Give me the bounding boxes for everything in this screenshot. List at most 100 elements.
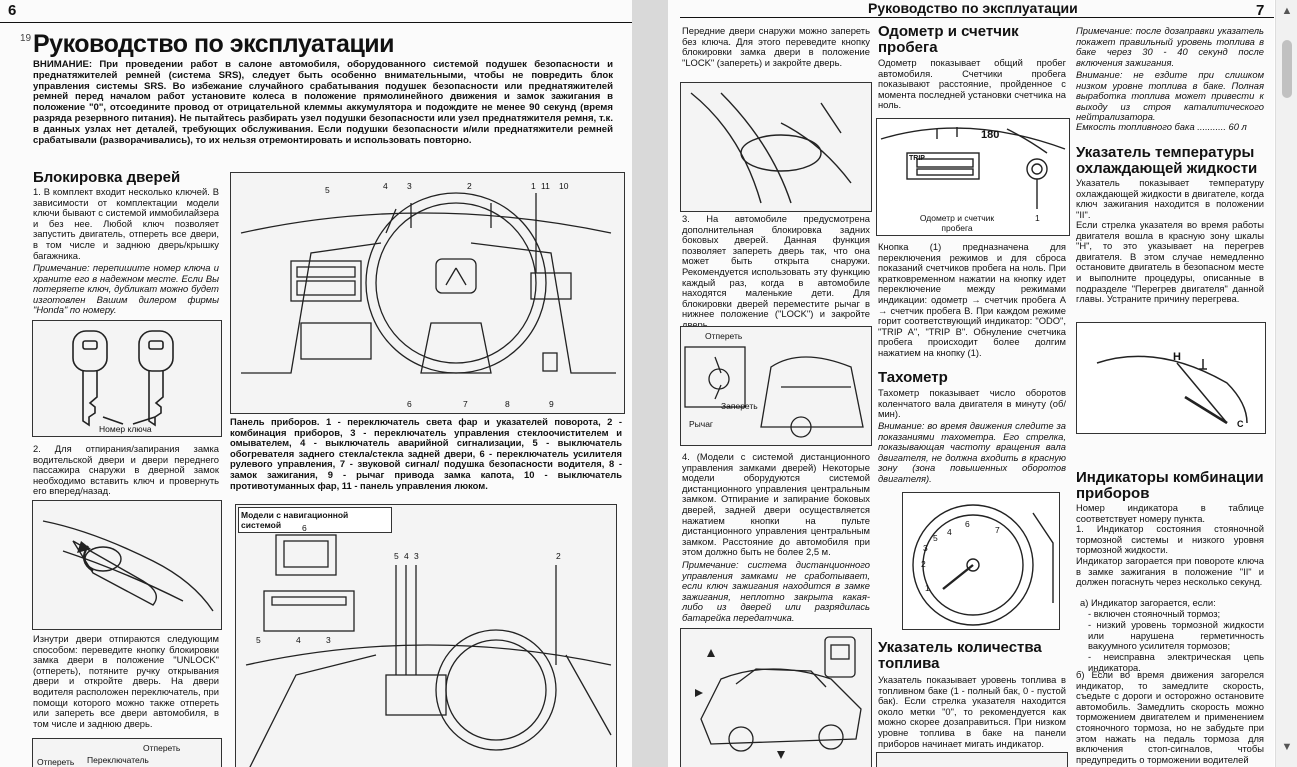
switch-label: Переключатель (87, 755, 149, 765)
temperature-gauge-illustration: H C (1076, 322, 1266, 434)
nav-callout-3: 3 (326, 635, 331, 645)
lever-lock-label: Запереть (721, 401, 758, 411)
fuel-gauge-illustration (876, 752, 1068, 767)
header-rule-right (680, 17, 1274, 18)
tacho-number-1: 1 (925, 583, 930, 593)
fuel-warning: Внимание: не ездите при слишком низком у… (1076, 69, 1264, 123)
fuel-note: Примечание: после дозаправки указатель п… (1076, 25, 1264, 68)
remote-lock-paragraph: 4. (Модели с системой дистанционного упр… (682, 451, 870, 558)
speedometer-max: 180 (981, 129, 1000, 141)
section-title-indicators: Индикаторы комбинации приборов (1076, 469, 1264, 502)
child-lock-illustration: Отпереть Запереть Рычаг (680, 326, 872, 446)
tacho-number-3: 3 (923, 543, 928, 553)
door-handle-illustration (32, 500, 222, 630)
section-title-fuel: Указатель количества топлива (878, 639, 1042, 672)
page-title-left: Руководство по эксплуатации (33, 30, 395, 58)
odometer-paragraph-1: Одометр показывает общий пробег автомоби… (878, 57, 1066, 111)
tachometer-illustration: 5 6 1 2 3 4 7 (902, 492, 1060, 630)
callout-7: 7 (463, 399, 468, 409)
page-number-left: 6 (8, 2, 17, 19)
nav-callout-5b: 5 (394, 551, 399, 561)
temperature-gauge-drawing (1096, 355, 1248, 425)
instrument-panel-drawing (240, 192, 616, 374)
section-title-odometer: Одометр и счетчик пробега (878, 23, 1019, 56)
remote-lock-note: Примечание: система дистанционного управ… (682, 559, 870, 623)
front-doors-paragraph: Передние двери снаружи можно запереть бе… (682, 25, 870, 68)
instrument-panel-illustration: 4 3 2 1 11 10 5 6 7 8 9 (230, 172, 625, 414)
locks-paragraph-3: Изнутри двери отпираются следующим спосо… (33, 633, 219, 729)
nav-callout-5: 5 (256, 635, 261, 645)
indicators-case-a3: - неисправна электрическая цепь индикато… (1088, 651, 1264, 673)
odometer-drawing (880, 127, 1066, 209)
navigation-models-label: Модели с навигационной системой (238, 507, 392, 533)
callout-9: 9 (549, 399, 554, 409)
tacho-number-2: 2 (921, 559, 926, 569)
scroll-up-icon[interactable]: ▲ (1281, 5, 1293, 17)
callout-6: 6 (407, 399, 412, 409)
nav-callout-2: 2 (556, 551, 561, 561)
remote-car-illustration (680, 628, 872, 767)
indicators-case-a: а) Индикатор загорается, если: (1080, 597, 1216, 608)
srs-warning: ВНИМАНИЕ: При проведении работ в салоне … (33, 59, 613, 146)
locks-note: Примечание: перепишите номер ключа и хра… (33, 262, 219, 316)
key-number-label: Номер ключа (99, 424, 152, 434)
callout-1: 1 (531, 181, 536, 191)
indicators-paragraph-1: Номер индикатора в таблице соответствует… (1076, 502, 1264, 524)
nav-callout-3b: 3 (414, 551, 419, 561)
nav-callout-6: 6 (302, 523, 307, 533)
locks-paragraph-2: 2. Для отпирания/запирания замка водител… (33, 443, 219, 497)
navigation-panel-drawing (245, 534, 612, 767)
nav-callout-4b: 4 (404, 551, 409, 561)
callout-11: 11 (541, 181, 550, 191)
instrument-panel-caption: Панель приборов. 1 - переключатель света… (230, 416, 622, 491)
unlock-label-2: Отпереть (37, 757, 75, 767)
vertical-scrollbar[interactable]: ▲ ▼ (1275, 0, 1297, 767)
indicators-case-b: б) Если во время движения загорелся инди… (1076, 670, 1264, 765)
lever-label: Рычаг (689, 419, 714, 429)
tacho-number-5: 5 (933, 533, 938, 543)
page-gutter (632, 0, 668, 767)
header-rule-left (0, 22, 632, 23)
callout-5: 5 (325, 185, 330, 195)
scroll-thumb[interactable] (1282, 40, 1292, 98)
child-lock-paragraph: 3. На автомобиле предусмотрена дополните… (682, 213, 870, 330)
running-number: 19 (20, 33, 32, 44)
page-header-right: Руководство по эксплуатации (868, 0, 1078, 16)
section-title-tachometer: Тахометр (878, 369, 948, 386)
tachometer-paragraph: Тахометр показывает число оборотов колен… (878, 387, 1066, 420)
callout-2: 2 (467, 181, 472, 191)
odometer-illustration: TRIP 180 Одометр и счетчик пробега 1 (876, 118, 1070, 236)
tachometer-drawing (912, 504, 1054, 626)
nav-callout-4: 4 (296, 635, 301, 645)
indicators-case-a2: - низкий уровень тормозной жидкости или … (1088, 619, 1264, 652)
callout-3: 3 (407, 181, 412, 191)
temp-gauge-cold-label: C (1237, 419, 1244, 429)
unlock-label-1: Отпереть (143, 743, 181, 753)
tacho-number-4: 4 (947, 527, 952, 537)
keys-drawing (72, 330, 174, 427)
tacho-number-7: 7 (995, 525, 1000, 535)
lever-unlock-label: Отпереть (705, 331, 743, 341)
scroll-down-icon[interactable]: ▼ (1281, 741, 1293, 753)
callout-8: 8 (505, 399, 510, 409)
fuel-tank-capacity: Емкость топливного бака ........... 60 л (1076, 121, 1247, 132)
navigation-panel-illustration: Модели с навигационной системой 6 5 4 (235, 504, 617, 767)
odometer-lcd-label: TRIP (909, 155, 925, 162)
tachometer-note: Внимание: во время движения следите за п… (878, 420, 1066, 484)
indicators-paragraph-3: Индикатор загорается при повороте ключа … (1076, 555, 1264, 588)
door-lock-drawing (690, 92, 852, 204)
keys-illustration: Номер ключа (32, 320, 222, 437)
indicators-paragraph-2: 1. Индикатор состояния стояночной тормоз… (1076, 523, 1264, 556)
fuel-paragraph: Указатель показывает уровень топлива в т… (878, 674, 1066, 749)
page-number-right: 7 (1256, 2, 1265, 19)
remote-car-drawing (695, 636, 862, 759)
tacho-number-6: 6 (965, 519, 970, 529)
right-page: Руководство по эксплуатации 7 Передние д… (668, 0, 1274, 767)
callout-4: 4 (383, 181, 388, 191)
odometer-caption: Одометр и счетчик пробега (919, 213, 995, 233)
odometer-button-number: 1 (1035, 213, 1040, 223)
door-handle-drawing (42, 520, 214, 612)
child-lock-drawing (684, 346, 864, 438)
left-page: 6 19 Руководство по эксплуатации ВНИМАНИ… (0, 0, 632, 767)
locks-paragraph-1: 1. В комплект входит несколько ключей. В… (33, 186, 219, 261)
